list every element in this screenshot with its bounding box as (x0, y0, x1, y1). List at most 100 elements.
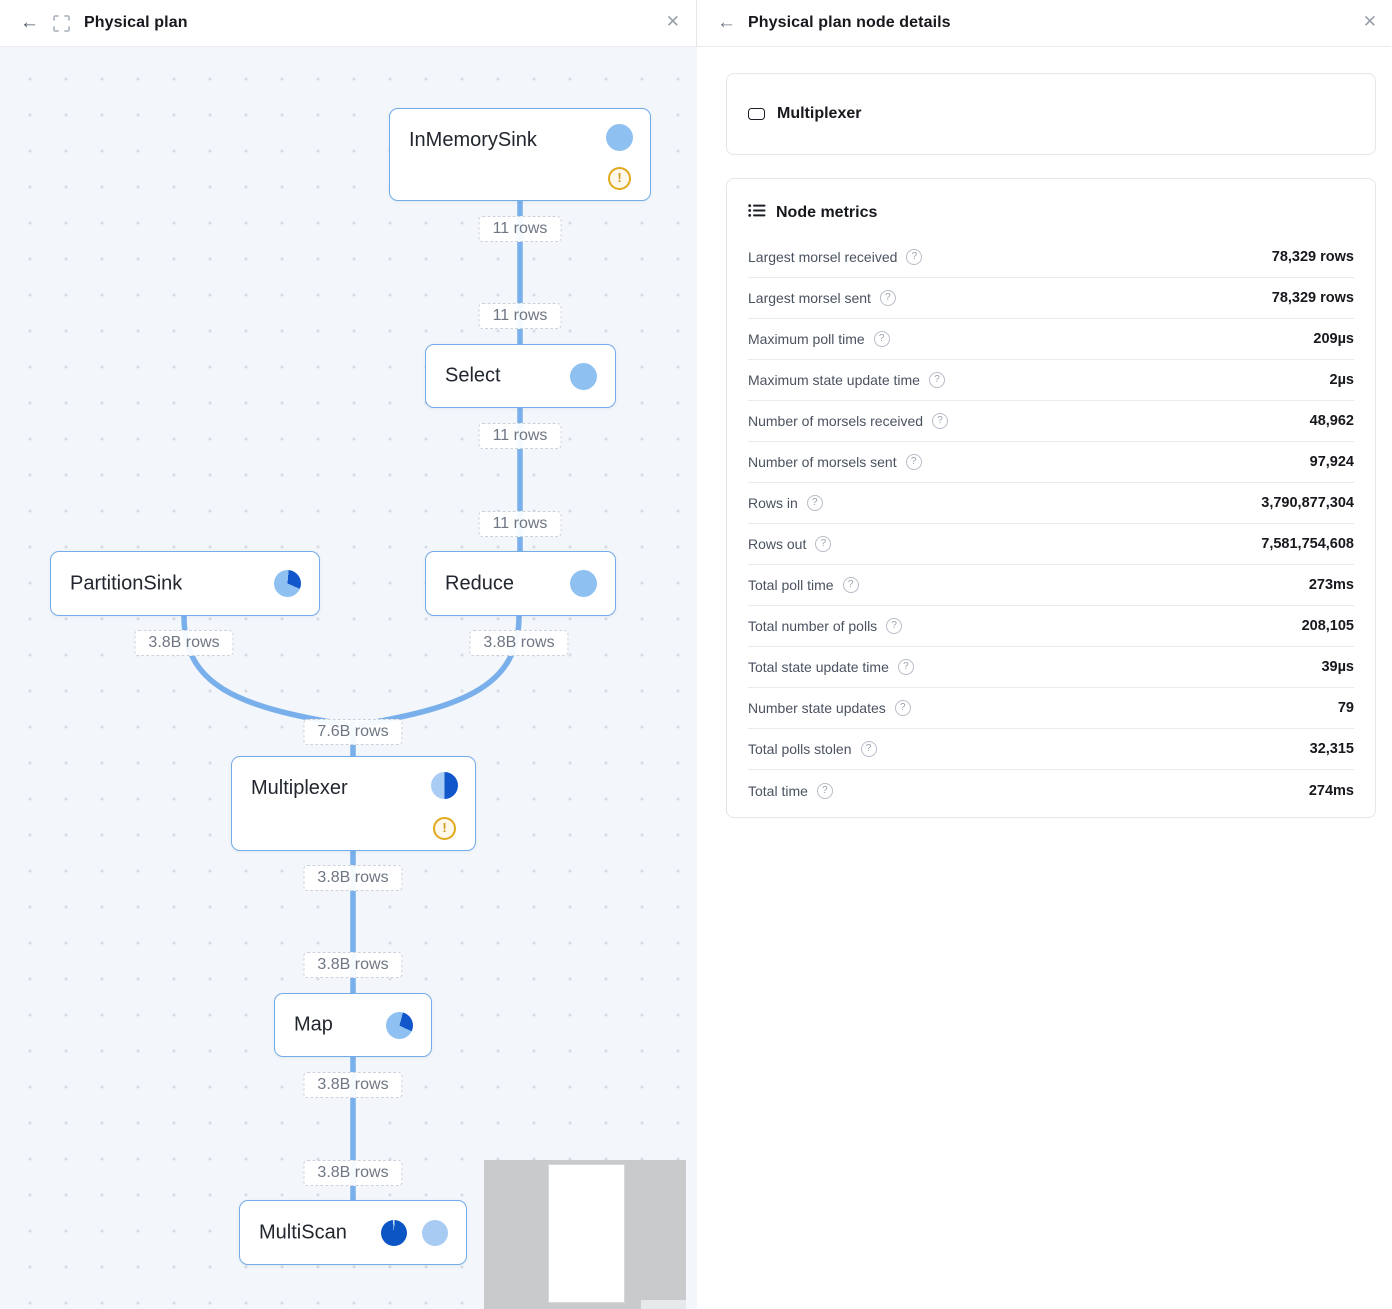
activity-pie-icon (431, 772, 458, 799)
metric-row: Largest morsel sent ? 78,329 rows (748, 278, 1354, 319)
minimap[interactable] (484, 1160, 686, 1309)
help-icon[interactable]: ? (842, 577, 859, 593)
metric-row: Number of morsels received ? 48,962 (748, 401, 1354, 442)
metric-value: 78,329 rows (1271, 249, 1354, 265)
metric-row: Maximum state update time ? 2µs (748, 360, 1354, 401)
metric-label: Rows out (748, 536, 807, 552)
details-title: Physical plan node details (748, 14, 951, 31)
metric-row: Total polls stolen ? 32,315 (748, 729, 1354, 770)
plan-node-reduce[interactable]: Reduce (425, 551, 616, 616)
metric-label: Maximum poll time (748, 331, 865, 347)
back-button[interactable]: ← (20, 12, 39, 34)
help-icon[interactable]: ? (897, 659, 914, 675)
metric-row: Largest morsel received ? 78,329 rows (748, 237, 1354, 278)
back-arrow-icon: ← (717, 12, 736, 33)
edge-label: 3.8B rows (134, 630, 234, 656)
plan-node-multiplexer[interactable]: Multiplexer ! (231, 756, 476, 851)
details-content: Multiplexer Node metrics (697, 47, 1391, 818)
node-title: Map (294, 1013, 333, 1036)
metric-label: Number of morsels received (748, 413, 924, 429)
metric-row: Rows in ? 3,790,877,304 (748, 483, 1354, 524)
help-icon[interactable]: ? (906, 249, 923, 265)
metric-label: Total time (748, 782, 808, 799)
activity-pie-icon (381, 1220, 407, 1246)
help-icon[interactable]: ? (873, 331, 890, 347)
plan-node-partitionsink[interactable]: PartitionSink (50, 551, 320, 616)
fullscreen-icon (53, 14, 70, 32)
edge-label: 11 rows (478, 303, 562, 329)
help-icon[interactable]: ? (905, 454, 922, 470)
metric-label: Total poll time (748, 577, 834, 593)
minimap-viewport[interactable] (548, 1164, 625, 1303)
help-icon[interactable]: ? (928, 372, 945, 388)
help-icon[interactable]: ? (815, 536, 832, 552)
plan-node-select[interactable]: Select (425, 344, 616, 408)
list-icon (748, 203, 766, 223)
metric-value: 48,962 (1309, 413, 1354, 429)
edge-label: 3.8B rows (303, 865, 403, 891)
metrics-card-title: Node metrics (776, 204, 878, 221)
node-metrics-card: Node metrics Largest morsel received ? 7… (726, 178, 1376, 818)
metric-label: Largest morsel sent (748, 290, 871, 306)
activity-pie-icon (606, 124, 633, 151)
help-icon[interactable]: ? (816, 782, 833, 799)
metric-label: Total state update time (748, 659, 889, 675)
help-icon[interactable]: ? (860, 741, 877, 757)
help-icon[interactable]: ? (879, 290, 896, 306)
plan-node-map[interactable]: Map (274, 993, 432, 1057)
node-title: MultiScan (259, 1221, 347, 1243)
node-metrics-header: Node metrics (727, 179, 1375, 237)
plan-node-multiscan[interactable]: MultiScan (239, 1200, 467, 1265)
warning-icon: ! (433, 817, 456, 840)
close-details-button[interactable]: ✕ (1363, 12, 1377, 32)
metric-value: 32,315 (1309, 741, 1354, 757)
node-title: Select (445, 364, 501, 387)
edge-label: 11 rows (478, 423, 562, 449)
metric-value: 2µs (1329, 372, 1354, 388)
help-icon[interactable]: ? (894, 700, 911, 716)
node-details-header: ← Physical plan node details ✕ (697, 0, 1391, 47)
activity-pie-icon (570, 570, 597, 597)
plan-node-inmemorysink[interactable]: InMemorySink ! (389, 108, 651, 201)
physical-plan-panel: ← Physical plan ✕ (0, 0, 697, 1309)
fullscreen-button[interactable] (53, 14, 70, 32)
metric-label: Maximum state update time (748, 372, 920, 388)
metric-row: Rows out ? 7,581,754,608 (748, 524, 1354, 565)
edge-label: 3.8B rows (303, 952, 403, 978)
close-icon: ✕ (665, 12, 680, 31)
physical-plan-header: ← Physical plan ✕ (0, 0, 696, 47)
node-title: Reduce (445, 572, 514, 594)
help-icon[interactable]: ? (932, 413, 949, 429)
node-title: Multiplexer (251, 777, 348, 799)
plan-canvas[interactable]: InMemorySink ! Select PartitionSink Redu… (0, 47, 697, 1309)
metric-label: Total number of polls (748, 618, 878, 634)
help-icon[interactable]: ? (886, 618, 903, 634)
metric-value: 7,581,754,608 (1261, 536, 1354, 552)
metric-value: 78,329 rows (1271, 290, 1354, 306)
metric-label: Largest morsel received (748, 249, 898, 265)
metric-label: Number of morsels sent (748, 454, 897, 470)
edge-label: 3.8B rows (303, 1072, 403, 1098)
activity-pie-icon (386, 1012, 413, 1039)
back-button[interactable]: ← (717, 12, 736, 34)
metric-row: Total time ? 274ms (748, 770, 1354, 811)
selected-node-card: Multiplexer (726, 73, 1376, 155)
edge-label: 11 rows (478, 511, 562, 537)
activity-pie-icon (422, 1220, 448, 1246)
help-icon[interactable]: ? (806, 495, 823, 511)
activity-pie-icon (274, 570, 301, 597)
warning-icon: ! (608, 167, 631, 190)
metric-row: Total poll time ? 273ms (748, 565, 1354, 606)
page-title: Physical plan (84, 14, 188, 31)
metric-label: Rows in (748, 495, 798, 511)
plan-edges (181, 201, 523, 1200)
node-title: PartitionSink (70, 572, 183, 594)
close-plan-button[interactable]: ✕ (666, 12, 680, 32)
metric-value: 274ms (1308, 782, 1354, 799)
metric-row: Number state updates ? 79 (748, 688, 1354, 729)
metric-value: 39µs (1321, 659, 1354, 675)
metric-value: 79 (1337, 700, 1354, 716)
close-icon: ✕ (1362, 12, 1377, 31)
node-details-panel: ← Physical plan node details ✕ Multiplex… (697, 0, 1391, 1309)
